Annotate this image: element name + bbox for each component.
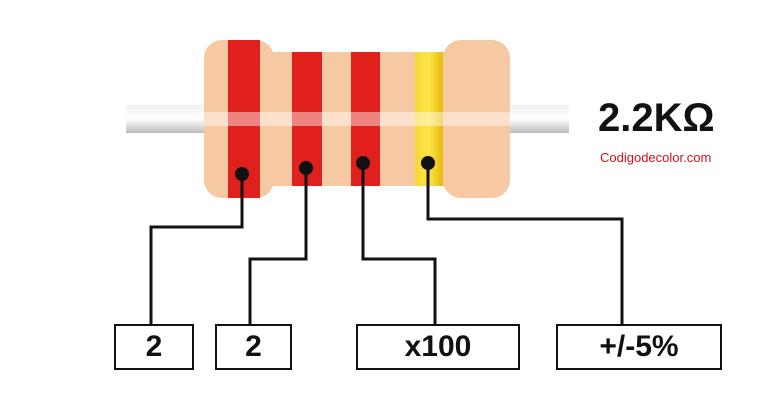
leader-line-3: [361, 163, 437, 324]
resistance-value-label: 2.2KΩ: [598, 96, 715, 140]
multiplier-box: x100: [356, 324, 520, 370]
leader-line-1: [149, 174, 244, 324]
leader-line-2: [248, 168, 308, 324]
left-lead: [126, 105, 212, 133]
band-2-dot: [299, 161, 313, 175]
leader-line-4: [426, 163, 624, 324]
band-3-dot: [356, 156, 370, 170]
tolerance-box: +/-5%: [556, 324, 722, 370]
second-digit-box: 2: [215, 324, 292, 370]
band-4-dot: [421, 156, 435, 170]
band-1-dot: [235, 167, 249, 181]
body-highlight: [204, 112, 510, 126]
site-credit: Codigodecolor.com: [600, 150, 712, 165]
right-lead: [505, 105, 569, 133]
first-digit-box: 2: [114, 324, 194, 370]
